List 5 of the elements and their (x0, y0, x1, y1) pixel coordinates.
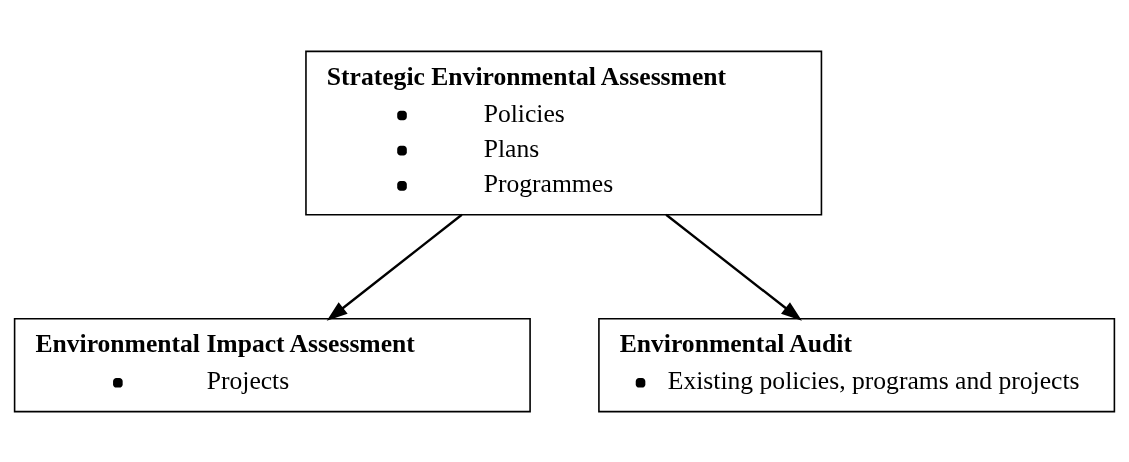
node-box: Environmental Audit Existing policies, programs and projects (598, 317, 1116, 412)
arrow (326, 213, 463, 321)
node-box: Strategic Environmental Assessment Policies Plans Programmes (305, 50, 823, 215)
arrow (665, 213, 802, 321)
node-box: Environmental Impact Assessment Projects (13, 317, 531, 412)
